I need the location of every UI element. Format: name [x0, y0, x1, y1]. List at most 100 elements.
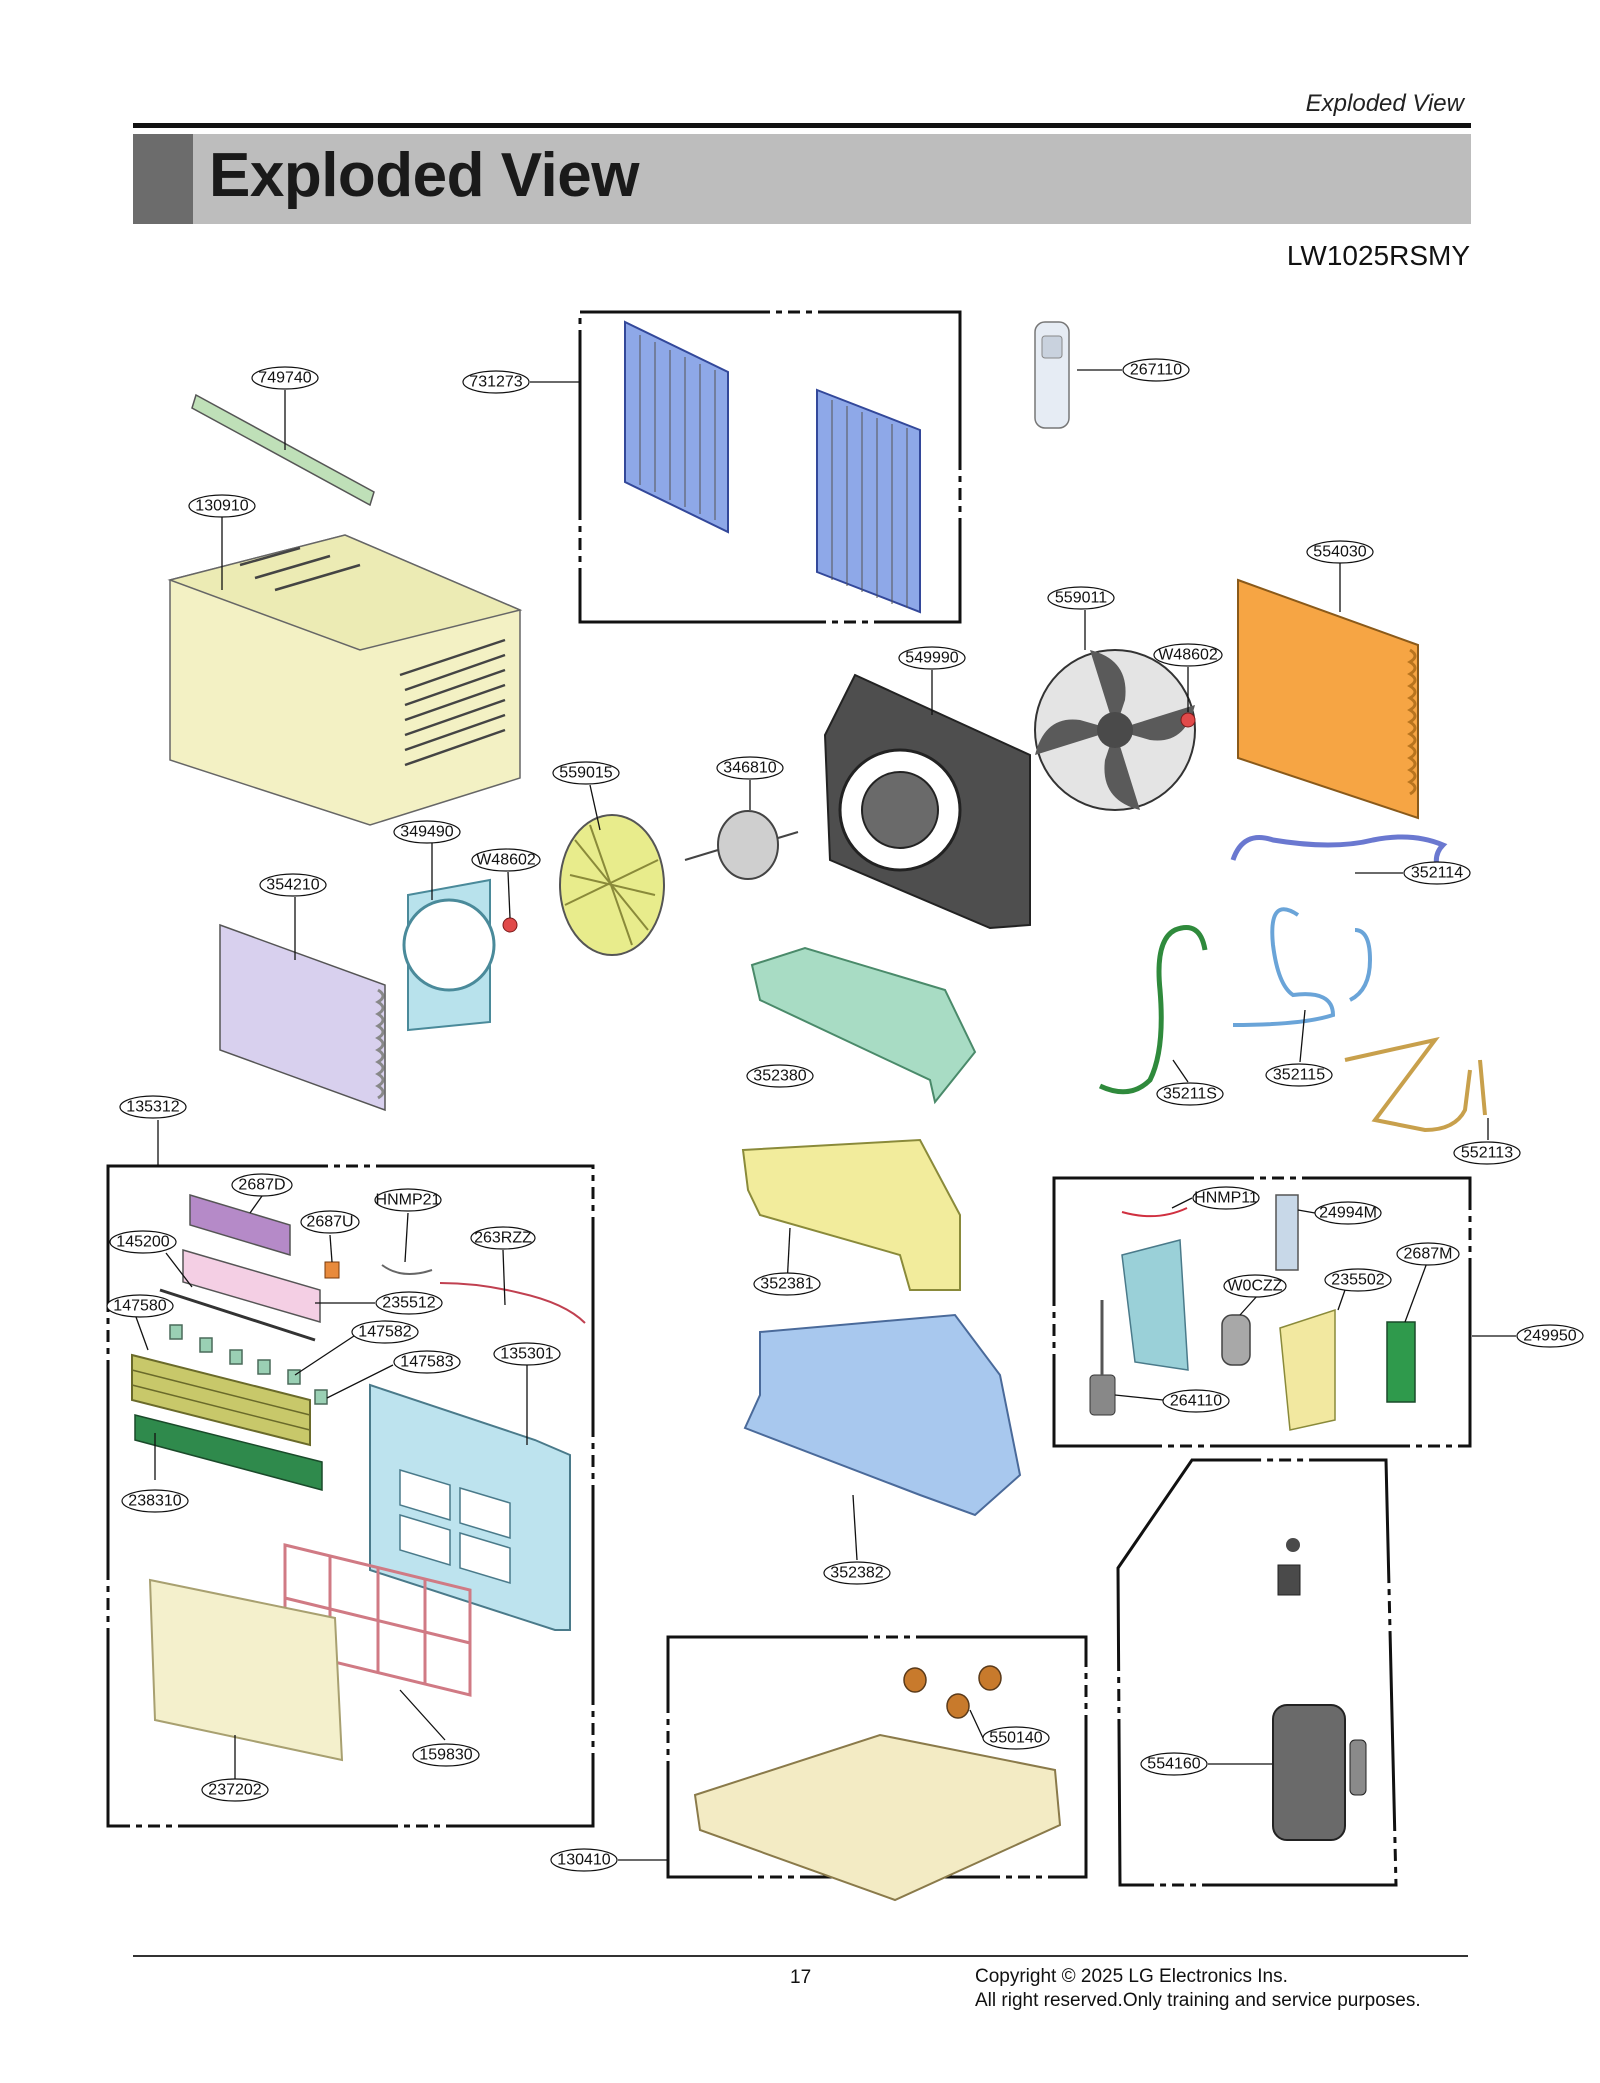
part-552113-illustration [1344, 1036, 1487, 1133]
part-w0czz-illustration [1221, 1314, 1251, 1366]
part-2687u-illustration [324, 1261, 340, 1279]
callout-130410: 130410 [550, 1848, 618, 1872]
callout-352381: 352381 [753, 1272, 821, 1296]
callout-346810: 346810 [716, 756, 784, 780]
svg-text:554030: 554030 [1313, 544, 1366, 561]
part-24994m-illustration [1275, 1194, 1299, 1271]
callout-w48602-left: W48602 [471, 848, 541, 872]
svg-text:352381: 352381 [760, 1276, 813, 1293]
svg-text:352382: 352382 [830, 1565, 883, 1582]
part-346810-illustration [684, 810, 799, 880]
part-237202-illustration [148, 1578, 344, 1762]
svg-text:264110: 264110 [1170, 1393, 1222, 1410]
svg-text:W0CZZ: W0CZZ [1227, 1278, 1282, 1295]
callout-hnmp11: HNMP11 [1192, 1186, 1260, 1210]
part-352382-illustration [743, 1313, 1022, 1517]
callout-235502: 235502 [1324, 1268, 1392, 1292]
part-130410-illustration [693, 1733, 1062, 1902]
callout-550140: 550140 [982, 1726, 1050, 1750]
svg-text:HNMP11: HNMP11 [1194, 1190, 1258, 1207]
title-bar: Exploded View [133, 134, 1471, 224]
part-267110-illustration [1034, 321, 1070, 429]
part-352380-illustration [750, 946, 977, 1105]
svg-text:145200: 145200 [116, 1234, 169, 1251]
part-159830-illustration [283, 1543, 472, 1697]
svg-text:235502: 235502 [1331, 1272, 1384, 1289]
part-554030-illustration [1237, 578, 1419, 820]
callout-549990: 549990 [898, 646, 966, 670]
callout-135301: 135301 [493, 1342, 561, 1366]
callout-352380: 352380 [746, 1064, 814, 1088]
svg-text:249950: 249950 [1523, 1328, 1576, 1345]
callout-w48602-right: W48602 [1153, 643, 1223, 667]
svg-text:554160: 554160 [1147, 1756, 1200, 1773]
callout-145200: 145200 [109, 1230, 177, 1254]
part-263rzz-illustration [439, 1282, 586, 1324]
part-235512-illustration [159, 1288, 316, 1342]
svg-text:159830: 159830 [419, 1747, 472, 1764]
callout-352115: 352115 [1265, 1063, 1333, 1087]
part-349490-illustration [402, 878, 496, 1032]
svg-text:552113: 552113 [1461, 1145, 1513, 1162]
svg-text:135312: 135312 [126, 1099, 179, 1116]
svg-text:263RZZ: 263RZZ [474, 1230, 532, 1247]
part-hnmp21-illustration [381, 1264, 433, 1275]
part-130910-illustration [167, 534, 523, 826]
title-tab [133, 134, 193, 224]
copyright-notice: Copyright © 2025 LG Electronics Ins. All… [975, 1965, 1421, 2013]
callout-349490: 349490 [393, 820, 461, 844]
part-w48602-illustration [502, 712, 1196, 933]
part-264110-illustration [1089, 1239, 1189, 1416]
box-air-guide [578, 310, 962, 624]
callout-554160: 554160 [1140, 1752, 1208, 1776]
page-title: Exploded View [209, 141, 639, 210]
part-238310-illustration [134, 1414, 323, 1491]
callout-352114: 352114 [1403, 861, 1471, 885]
callout-749740: 749740 [251, 366, 319, 390]
part-2687d-illustration [189, 1193, 291, 1257]
callout-267110: 267110 [1122, 358, 1190, 382]
part-559011-illustration [1034, 649, 1196, 811]
svg-text:35211S: 35211S [1163, 1086, 1217, 1103]
callout-147582: 147582 [351, 1320, 419, 1344]
svg-text:W48602: W48602 [476, 852, 536, 869]
part-35211s-illustration [1098, 925, 1208, 1095]
part-731273-illustration [624, 320, 921, 614]
callout-559015: 559015 [552, 761, 620, 785]
svg-text:238310: 238310 [128, 1493, 181, 1510]
callout-147583: 147583 [393, 1350, 461, 1374]
callout-24994m: 24994M [1314, 1201, 1382, 1225]
svg-text:352115: 352115 [1273, 1067, 1325, 1084]
callout-2687m: 2687M [1396, 1242, 1460, 1266]
part-235502-illustration [1279, 1308, 1336, 1431]
svg-text:2687D: 2687D [238, 1177, 285, 1194]
callout-731273: 731273 [462, 370, 530, 394]
part-550140-illustration [903, 1665, 1002, 1719]
callout-2687u: 2687U [300, 1210, 360, 1234]
model-number: LW1025RSMY [1286, 240, 1470, 271]
svg-text:237202: 237202 [208, 1782, 261, 1799]
callout-354210: 354210 [259, 873, 327, 897]
part-147583-illustration [169, 1324, 328, 1405]
callout-352382: 352382 [823, 1561, 891, 1585]
part-352115-illustration [1232, 907, 1373, 1027]
part-147582-illustration [199, 1337, 301, 1385]
callout-264110: 264110 [1162, 1389, 1230, 1413]
svg-text:2687M: 2687M [1404, 1246, 1453, 1263]
title-rule [133, 123, 1471, 128]
callout-263rzz: 263RZZ [470, 1226, 536, 1250]
svg-text:135301: 135301 [500, 1346, 553, 1363]
svg-text:130910: 130910 [195, 498, 248, 515]
footer-rule [133, 1955, 1468, 1957]
copyright-line-2: All right reserved.Only training and ser… [975, 1990, 1421, 2011]
box-front-grille [106, 1164, 595, 1828]
part-749740-illustration [191, 393, 375, 507]
svg-text:749740: 749740 [258, 370, 311, 387]
part-352381-illustration [741, 1138, 961, 1291]
callout-237202: 237202 [201, 1778, 269, 1802]
svg-text:349490: 349490 [400, 824, 453, 841]
part-hnmp11-illustration [1121, 1207, 1188, 1218]
svg-text:2687U: 2687U [306, 1214, 353, 1231]
svg-text:559015: 559015 [559, 765, 612, 782]
